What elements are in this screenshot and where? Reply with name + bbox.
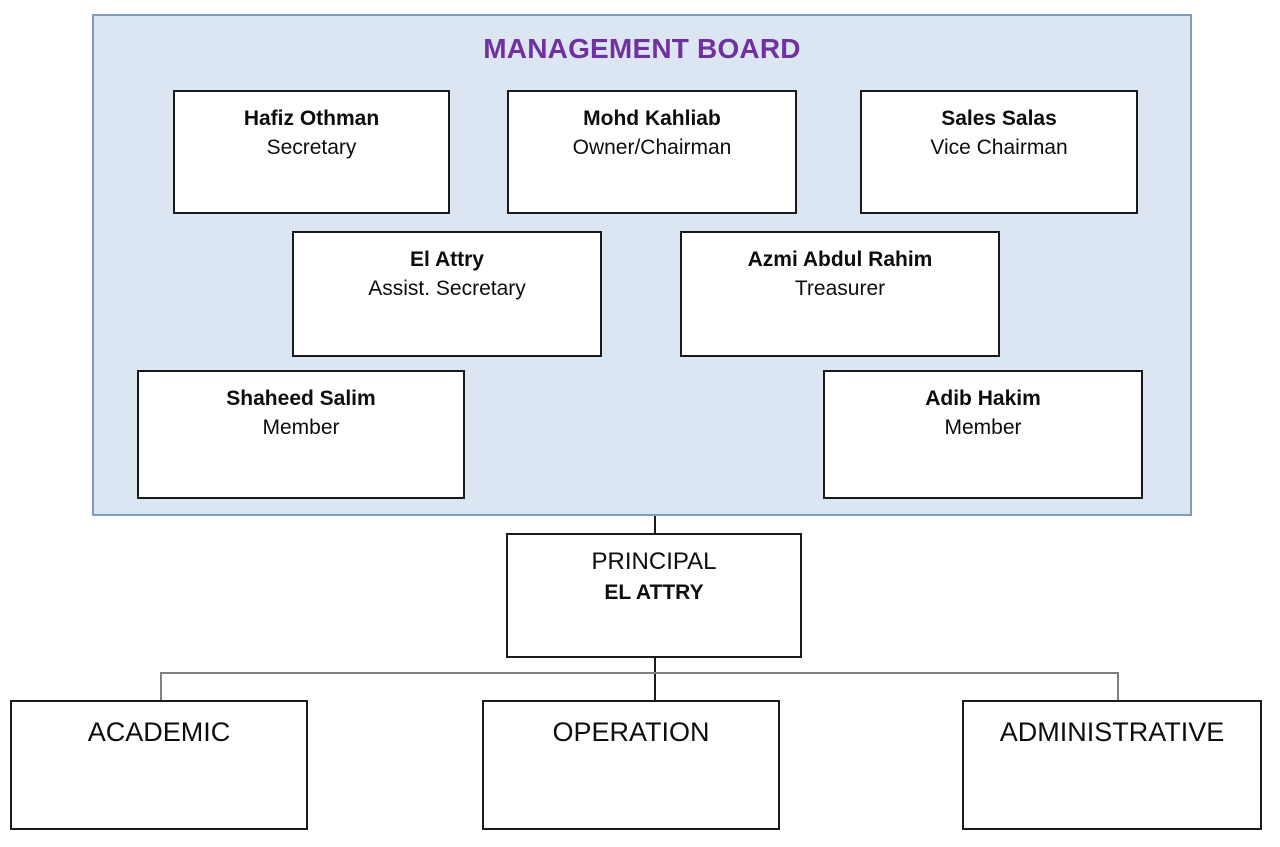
board-member-name: Mohd Kahliab <box>583 107 721 130</box>
board-member-name: Hafiz Othman <box>243 107 380 130</box>
division-box-operation[interactable]: OPERATION <box>482 700 780 830</box>
board-member-role: Member <box>944 416 1022 440</box>
board-member-role: Owner/Chairman <box>572 136 732 160</box>
principal-title: PRINCIPAL <box>591 548 717 575</box>
board-member-name: Shaheed Salim <box>226 387 376 410</box>
board-member-name: Adib Hakim <box>925 387 1041 410</box>
board-member-hafiz-othman[interactable]: Hafiz Othman Secretary <box>173 90 450 214</box>
board-member-role: Vice Chairman <box>930 136 1068 160</box>
board-member-name: Azmi Abdul Rahim <box>747 248 933 271</box>
board-member-name: El Attry <box>410 248 484 271</box>
board-member-sales-salas[interactable]: Sales Salas Vice Chairman <box>860 90 1138 214</box>
connector-principal-stem <box>654 658 656 700</box>
board-member-role: Member <box>262 416 340 440</box>
board-member-shaheed-salim[interactable]: Shaheed Salim Member <box>137 370 465 499</box>
board-member-azmi-abdul-rahim[interactable]: Azmi Abdul Rahim Treasurer <box>680 231 1000 357</box>
principal-box[interactable]: PRINCIPAL EL ATTRY <box>506 533 802 658</box>
board-member-role: Treasurer <box>794 277 886 301</box>
management-board-title: MANAGEMENT BOARD <box>483 33 801 64</box>
board-member-el-attry[interactable]: El Attry Assist. Secretary <box>292 231 602 357</box>
division-label: ADMINISTRATIVE <box>999 717 1225 747</box>
board-member-mohd-kahliab[interactable]: Mohd Kahliab Owner/Chairman <box>507 90 797 214</box>
board-member-adib-hakim[interactable]: Adib Hakim Member <box>823 370 1143 499</box>
connector-drop-administrative <box>1117 672 1119 700</box>
division-box-academic[interactable]: ACADEMIC <box>10 700 308 830</box>
division-label: ACADEMIC <box>87 717 231 747</box>
division-label: OPERATION <box>552 717 710 747</box>
connector-division-bus <box>160 672 1119 674</box>
principal-person-name: EL ATTRY <box>604 581 704 604</box>
division-box-administrative[interactable]: ADMINISTRATIVE <box>962 700 1262 830</box>
connector-board-to-principal <box>654 516 656 533</box>
connector-drop-academic <box>160 672 162 700</box>
board-member-name: Sales Salas <box>941 107 1057 130</box>
board-member-role: Secretary <box>266 136 357 160</box>
board-member-role: Assist. Secretary <box>368 277 526 301</box>
management-board-panel: MANAGEMENT BOARD Hafiz Othman Secretary … <box>92 14 1192 516</box>
